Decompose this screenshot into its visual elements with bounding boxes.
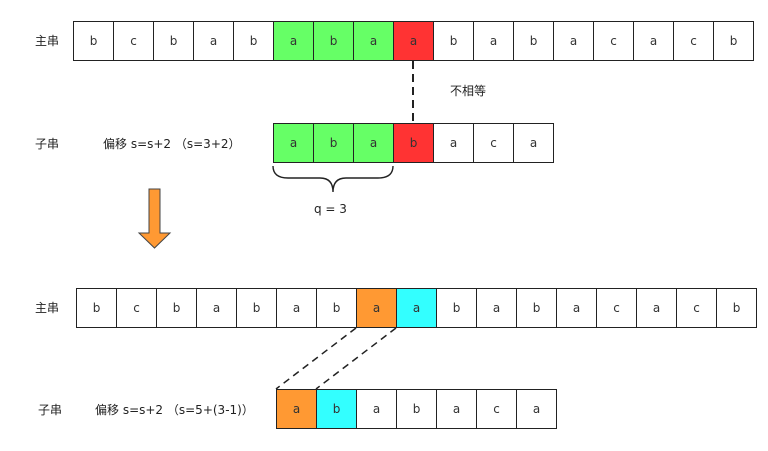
char-cell: b — [317, 389, 357, 429]
align-dashed-line-left — [275, 327, 357, 390]
brace-label: q = 3 — [314, 202, 347, 216]
q-brace — [272, 165, 394, 193]
top-main-label: 主串 — [35, 34, 60, 48]
char-cell: b — [434, 21, 474, 61]
char-cell: b — [314, 123, 354, 163]
char-cell: b — [237, 288, 277, 328]
char-cell: b — [234, 21, 274, 61]
char-cell: c — [597, 288, 637, 328]
char-cell: b — [714, 21, 754, 61]
mismatch-label: 不相等 — [450, 84, 487, 98]
bottom-sub-label: 子串 — [38, 403, 63, 417]
char-cell: a — [474, 21, 514, 61]
char-cell: a — [274, 21, 314, 61]
char-cell: a — [554, 21, 594, 61]
char-cell: c — [117, 288, 157, 328]
char-cell: c — [114, 21, 154, 61]
char-cell: b — [314, 21, 354, 61]
char-cell: a — [197, 288, 237, 328]
char-cell: a — [357, 288, 397, 328]
char-cell: a — [477, 288, 517, 328]
char-cell: c — [677, 288, 717, 328]
char-cell: a — [514, 123, 554, 163]
char-cell: c — [594, 21, 634, 61]
char-cell: a — [277, 389, 317, 429]
char-cell: a — [397, 288, 437, 328]
char-cell: a — [354, 123, 394, 163]
char-cell: a — [277, 288, 317, 328]
top-sub-shift: 偏移 s=s+2 （s=3+2） — [103, 137, 241, 151]
bottom-main-label: 主串 — [35, 301, 60, 315]
char-cell: a — [634, 21, 674, 61]
char-cell: b — [397, 389, 437, 429]
char-cell: b — [394, 123, 434, 163]
char-cell: a — [354, 21, 394, 61]
char-cell: b — [157, 288, 197, 328]
char-cell: a — [437, 389, 477, 429]
char-cell: a — [637, 288, 677, 328]
char-cell: a — [394, 21, 434, 61]
align-dashed-line-right — [315, 327, 397, 390]
char-cell: a — [517, 389, 557, 429]
char-cell: b — [317, 288, 357, 328]
bottom-sub-shift: 偏移 s=s+2 （s=5+(3-1)） — [95, 403, 254, 417]
char-cell: b — [514, 21, 554, 61]
char-cell: a — [434, 123, 474, 163]
char-cell: a — [194, 21, 234, 61]
char-cell: c — [477, 389, 517, 429]
shift-down-arrow — [137, 188, 172, 249]
char-cell: b — [717, 288, 757, 328]
char-cell: b — [74, 21, 114, 61]
top-sub-label: 子串 — [35, 137, 60, 151]
char-cell: a — [274, 123, 314, 163]
char-cell: b — [437, 288, 477, 328]
char-cell: a — [557, 288, 597, 328]
char-cell: a — [357, 389, 397, 429]
char-cell: b — [517, 288, 557, 328]
char-cell: c — [674, 21, 714, 61]
char-cell: b — [154, 21, 194, 61]
char-cell: b — [77, 288, 117, 328]
char-cell: c — [474, 123, 514, 163]
